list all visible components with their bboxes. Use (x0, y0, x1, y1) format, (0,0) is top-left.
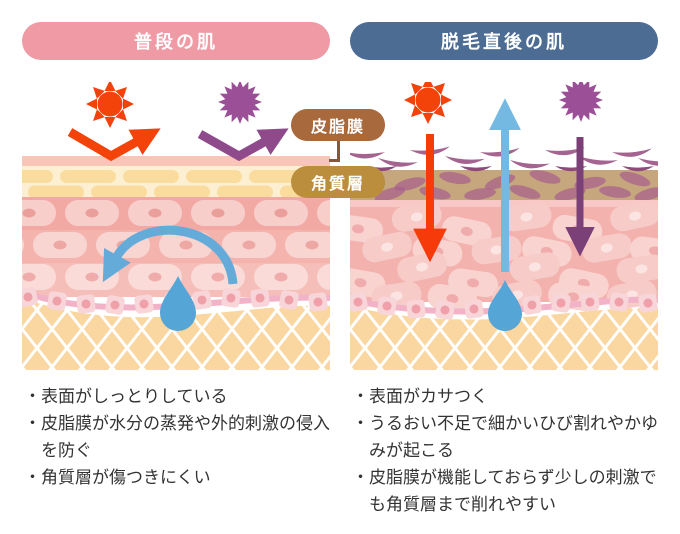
stratum-corneum-layer (22, 166, 330, 199)
header-normal-skin: 普段の肌 (22, 22, 330, 60)
header-normal-skin-label: 普段の肌 (134, 32, 218, 52)
subcutis-layer (350, 306, 658, 370)
irritant-icon (559, 82, 603, 122)
sebum-label-connector-horizontal (329, 159, 340, 162)
epidermis-cell-layers (22, 197, 330, 297)
bullet-item: ・表面がしっとりしている (24, 387, 228, 406)
sebum-label-connector-vertical (337, 140, 340, 162)
sebum-film-label-pill: 皮脂膜 (291, 109, 385, 141)
bullet-item: ・表面がカサつく (352, 387, 488, 406)
stratum-corneum-label-pill: 角質層 (291, 166, 385, 198)
bullet-item: ・皮脂膜が機能しておらず少しの刺激でも角質層まで削れやすい (352, 468, 657, 514)
sebum-film-label: 皮脂膜 (310, 119, 365, 136)
moisture-cycle-arrow-icon (102, 225, 238, 285)
subcutis-layer (22, 298, 330, 370)
sun-icon (86, 82, 134, 128)
bullet-item: ・うるおい不足で細かいひび割れやかゆみが起こる (352, 414, 658, 460)
post-hair-removal-skin-illustration (350, 82, 658, 370)
sebum-film-layer (22, 156, 330, 167)
normal-skin-illustration (22, 82, 330, 370)
bullet-item: ・皮脂膜が水分の蒸発や外的刺激の侵入を防ぐ (24, 414, 330, 460)
irritant-icon (218, 82, 262, 124)
post-hair-removal-skin-notes: ・表面がカサつく ・うるおい不足で細かいひび割れやかゆみが起こる ・皮脂膜が機能… (352, 383, 664, 518)
sun-icon (404, 82, 452, 124)
reflected-irritant-arrow-icon (197, 128, 289, 162)
reflected-uv-arrow-icon (67, 128, 161, 162)
moisture-droplet-icon (160, 276, 196, 331)
header-post-hair-removal-skin-label: 脱毛直後の肌 (441, 32, 567, 52)
moisture-droplet-icon (488, 280, 522, 331)
normal-skin-notes: ・表面がしっとりしている ・皮脂膜が水分の蒸発や外的刺激の侵入を防ぐ ・角質層が… (24, 383, 336, 491)
bullet-item: ・角質層が傷つきにくい (24, 468, 211, 487)
stratum-corneum-label: 角質層 (310, 176, 365, 193)
header-post-hair-removal-skin: 脱毛直後の肌 (350, 22, 658, 60)
